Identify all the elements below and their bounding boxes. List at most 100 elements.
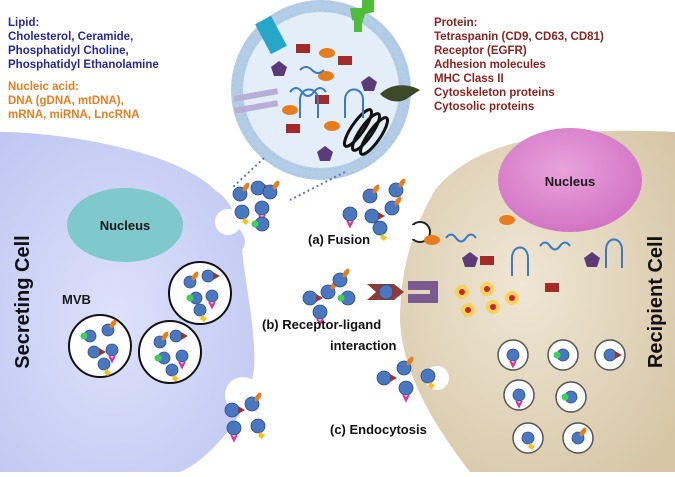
egfr-icon xyxy=(380,85,420,102)
exosome-marker xyxy=(99,348,106,356)
lipid-line-2: Phosphatidyl Choline, xyxy=(8,45,129,57)
exosome-marker xyxy=(230,434,238,443)
mvb-label: MVB xyxy=(62,292,91,307)
exosome-marker xyxy=(528,443,535,450)
recipient-cell xyxy=(400,128,675,472)
exosome-marker xyxy=(372,184,380,194)
lipid-line-1: Cholesterol, Ceramide, xyxy=(8,31,133,43)
interaction-label: interaction xyxy=(330,338,397,353)
exosome-marker xyxy=(553,351,561,359)
exosome-particle xyxy=(201,269,215,283)
exosome-marker xyxy=(242,182,250,192)
exosome-particle xyxy=(169,329,183,343)
exosome-vesicle xyxy=(231,0,420,180)
protein-heading: Protein: xyxy=(434,17,477,29)
exosome-particle xyxy=(376,370,392,386)
exosome-particle xyxy=(205,289,219,303)
lipid-heading: Lipid: xyxy=(8,17,39,29)
exosome-particle xyxy=(603,348,617,362)
mvb-group xyxy=(68,261,232,384)
exosome-marker xyxy=(579,427,587,437)
exosome-marker xyxy=(213,272,220,280)
receptor-ligand-label: (b) Receptor-ligand xyxy=(262,317,381,332)
exosome-marker xyxy=(509,360,517,369)
exosome-marker xyxy=(108,355,116,364)
exosome-particle xyxy=(512,388,526,402)
lipid-legend: Lipid: Cholesterol, Ceramide, Phosphatid… xyxy=(8,17,159,71)
exosome-marker xyxy=(380,234,387,241)
exosome-particle xyxy=(398,380,414,396)
secreting-nucleus-label: Nucleus xyxy=(100,218,151,233)
nucleic-heading: Nucleic acid: xyxy=(8,81,79,93)
exosome-marker xyxy=(272,180,280,190)
lipid-line-3: Phosphatidyl Ethanolamine xyxy=(8,59,159,71)
recipient-signal-dots xyxy=(455,282,519,317)
exosome-particle xyxy=(175,349,189,363)
recipient-nucleus xyxy=(498,128,642,232)
protein-line-5: Cytoskeleton proteins xyxy=(434,87,555,99)
exosome-particle xyxy=(372,220,388,236)
exosome-particle xyxy=(105,343,119,357)
exosome-marker xyxy=(428,382,435,389)
exosome-marker xyxy=(398,178,406,188)
exosome-marker xyxy=(392,288,399,296)
protein-line-6: Cytosolic proteins xyxy=(434,101,534,113)
exosome-marker xyxy=(238,406,245,414)
endocytosis-label: (c) Endocytosis xyxy=(330,422,427,437)
exosome-marker xyxy=(394,196,402,206)
exosome-particles xyxy=(80,178,622,450)
protein-line-3: Adhesion molecules xyxy=(434,59,546,71)
exosome-marker xyxy=(109,319,117,329)
exosome-marker xyxy=(342,268,350,278)
exosome-particle xyxy=(193,303,207,317)
exosome-particle xyxy=(342,206,358,222)
exosome-particle xyxy=(165,363,179,377)
exosome-particle xyxy=(378,284,394,300)
exosome-marker xyxy=(402,394,410,403)
exosome-marker xyxy=(406,356,414,366)
exosome-marker xyxy=(181,332,188,340)
exosome-marker xyxy=(254,392,262,402)
protein-legend: Protein: Tetraspanin (CD9, CD63, CD81) R… xyxy=(434,17,604,113)
exosome-marker xyxy=(316,318,324,327)
exosome-marker xyxy=(337,294,345,302)
exosome-marker xyxy=(378,212,385,220)
nucleic-acid-legend: Nucleic acid: DNA (gDNA, mtDNA), mRNA, m… xyxy=(8,81,140,121)
exosome-marker xyxy=(346,220,354,229)
exosome-particle xyxy=(364,208,380,224)
exosome-particle xyxy=(97,357,111,371)
protein-line-4: MHC Class II xyxy=(434,73,504,85)
exosome-marker xyxy=(316,294,323,302)
cytoskeleton-protein-icon xyxy=(342,108,390,156)
nucleic-line-2: mRNA, miRNA, LncRNA xyxy=(8,109,140,121)
exosome-marker xyxy=(154,354,162,362)
exosome-marker xyxy=(172,375,179,382)
exosome-marker xyxy=(104,369,111,376)
exosome-marker xyxy=(178,361,186,370)
exosome-particle xyxy=(87,345,101,359)
exosome-marker xyxy=(515,400,523,409)
exosome-marker xyxy=(561,393,569,401)
protein-line-2: Receptor (EGFR) xyxy=(434,45,527,57)
fusion-label: (a) Fusion xyxy=(308,232,370,247)
recipient-cell-label: Recipient Cell xyxy=(645,236,667,368)
exosome-marker xyxy=(161,331,169,341)
mhc-class-ii-icon xyxy=(233,88,279,114)
exosome-marker xyxy=(186,294,194,302)
exosome-marker xyxy=(258,432,265,439)
recipient-cargo xyxy=(424,215,623,292)
exosome-particle xyxy=(234,204,250,220)
exosome-particle xyxy=(302,290,318,306)
secreting-cell-label: Secreting Cell xyxy=(12,235,34,368)
exosome-particle xyxy=(224,402,240,418)
exosome-particle xyxy=(226,420,242,436)
secreting-cell xyxy=(0,132,261,472)
nucleic-line-1: DNA (gDNA, mtDNA), xyxy=(8,95,124,107)
exosome-marker xyxy=(80,332,88,340)
exosome-particle xyxy=(254,200,270,216)
exosome-marker xyxy=(251,220,259,228)
recipient-nucleus-label: Nucleus xyxy=(545,174,596,189)
exosome-particle xyxy=(250,418,266,434)
